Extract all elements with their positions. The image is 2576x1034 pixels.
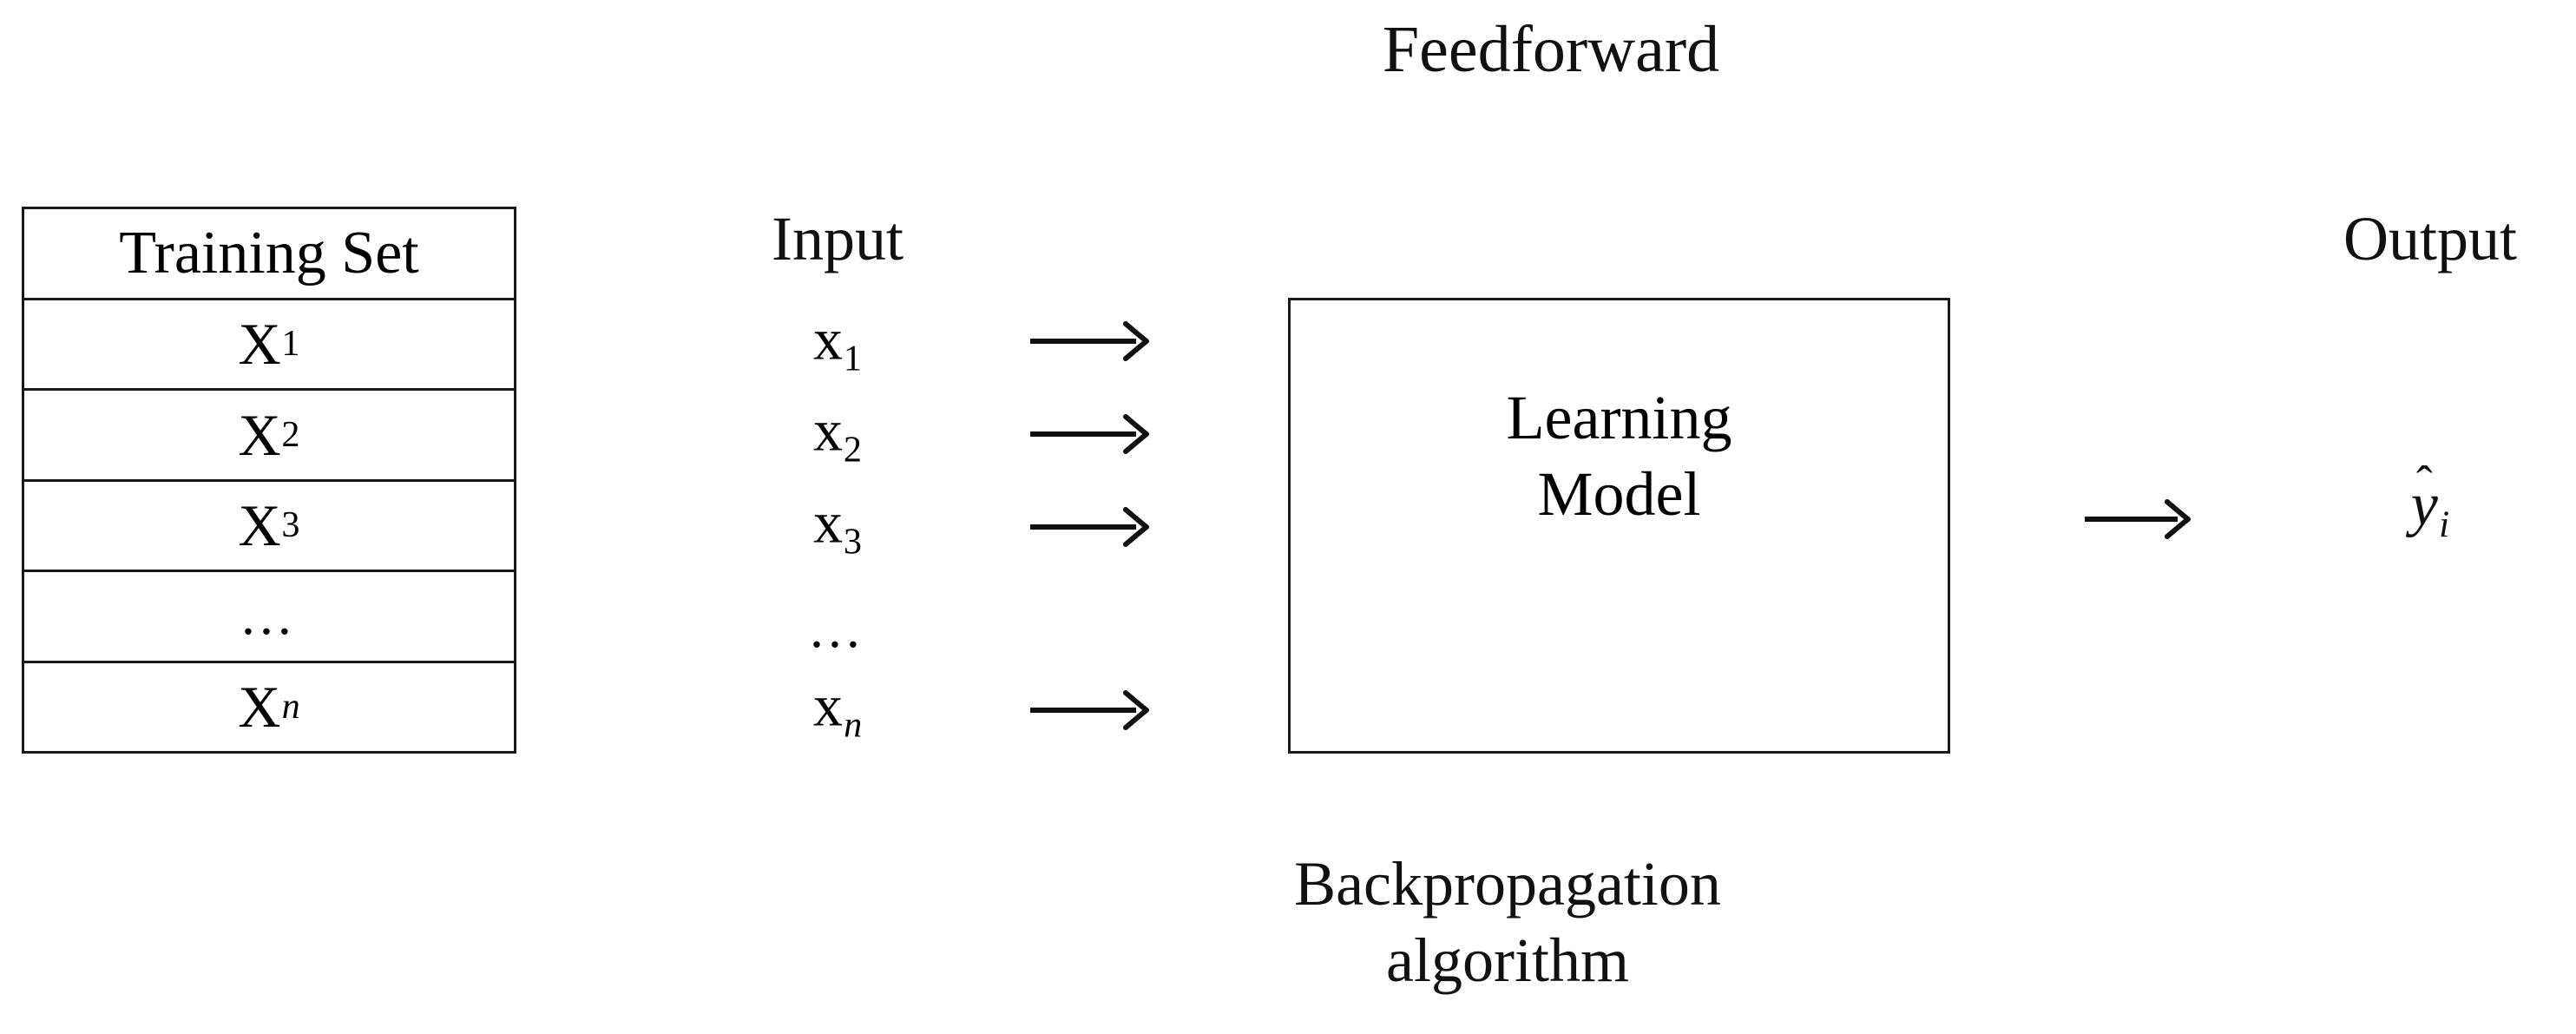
input-value-subscript: 2 [843,430,862,471]
training-sample-base: X [238,401,281,468]
learning-model-line-1: Learning [1506,383,1732,452]
backpropagation-caption-line-1: Backpropagation [1294,849,1721,919]
right-arrow-icon [1028,501,1150,553]
learning-model-line-2: Model [1537,458,1701,529]
circumflex-accent-icon: ˆ [2415,457,2433,511]
input-column-label: Input [772,204,904,273]
input-value-base: x [813,306,844,372]
list-item: x2 [813,401,862,470]
training-sample-subscript: 3 [281,504,300,546]
input-value-base: x [813,397,844,464]
right-arrow-icon [2083,493,2192,545]
training-set-header-label: Training Set [119,219,419,286]
table-row-ellipsis: … [24,572,514,663]
learning-model-box: Learning Model [1288,298,1950,754]
input-value-subscript: 3 [843,522,862,563]
output-symbol-base: y [2410,471,2438,538]
input-value-base: x [812,672,843,739]
training-sample-ellipsis: … [239,585,299,647]
input-value-subscript: n [844,705,863,747]
learning-model-label: Learning Model [1507,380,1732,533]
input-value-subscript: 1 [843,339,862,380]
right-arrow-icon [1028,684,1150,736]
training-sample-subscript: 2 [281,413,300,455]
right-arrow-icon [1028,315,1150,367]
training-sample-base: X [238,492,281,559]
training-sample-subscript: 1 [281,323,300,365]
training-sample-base: X [238,674,281,741]
list-item: x1 [813,310,862,379]
output-symbol-subscript: i [2439,503,2450,545]
right-arrow-icon [1028,408,1150,460]
training-sample-subscript: n [281,686,300,728]
input-value-base: x [813,489,844,556]
backpropagation-caption-line-2: algorithm [1386,925,1629,995]
list-item-ellipsis: … [808,597,868,656]
training-sample-base: X [238,311,281,378]
training-set-header: Training Set [24,209,514,300]
list-item: xn [813,676,862,745]
output-column-label: Output [2343,204,2518,273]
backpropagation-caption: Backpropagation algorithm [1294,846,1721,999]
input-value-ellipsis: … [807,598,868,659]
list-item: x3 [813,493,862,562]
feedforward-title: Feedforward [1382,13,1720,86]
